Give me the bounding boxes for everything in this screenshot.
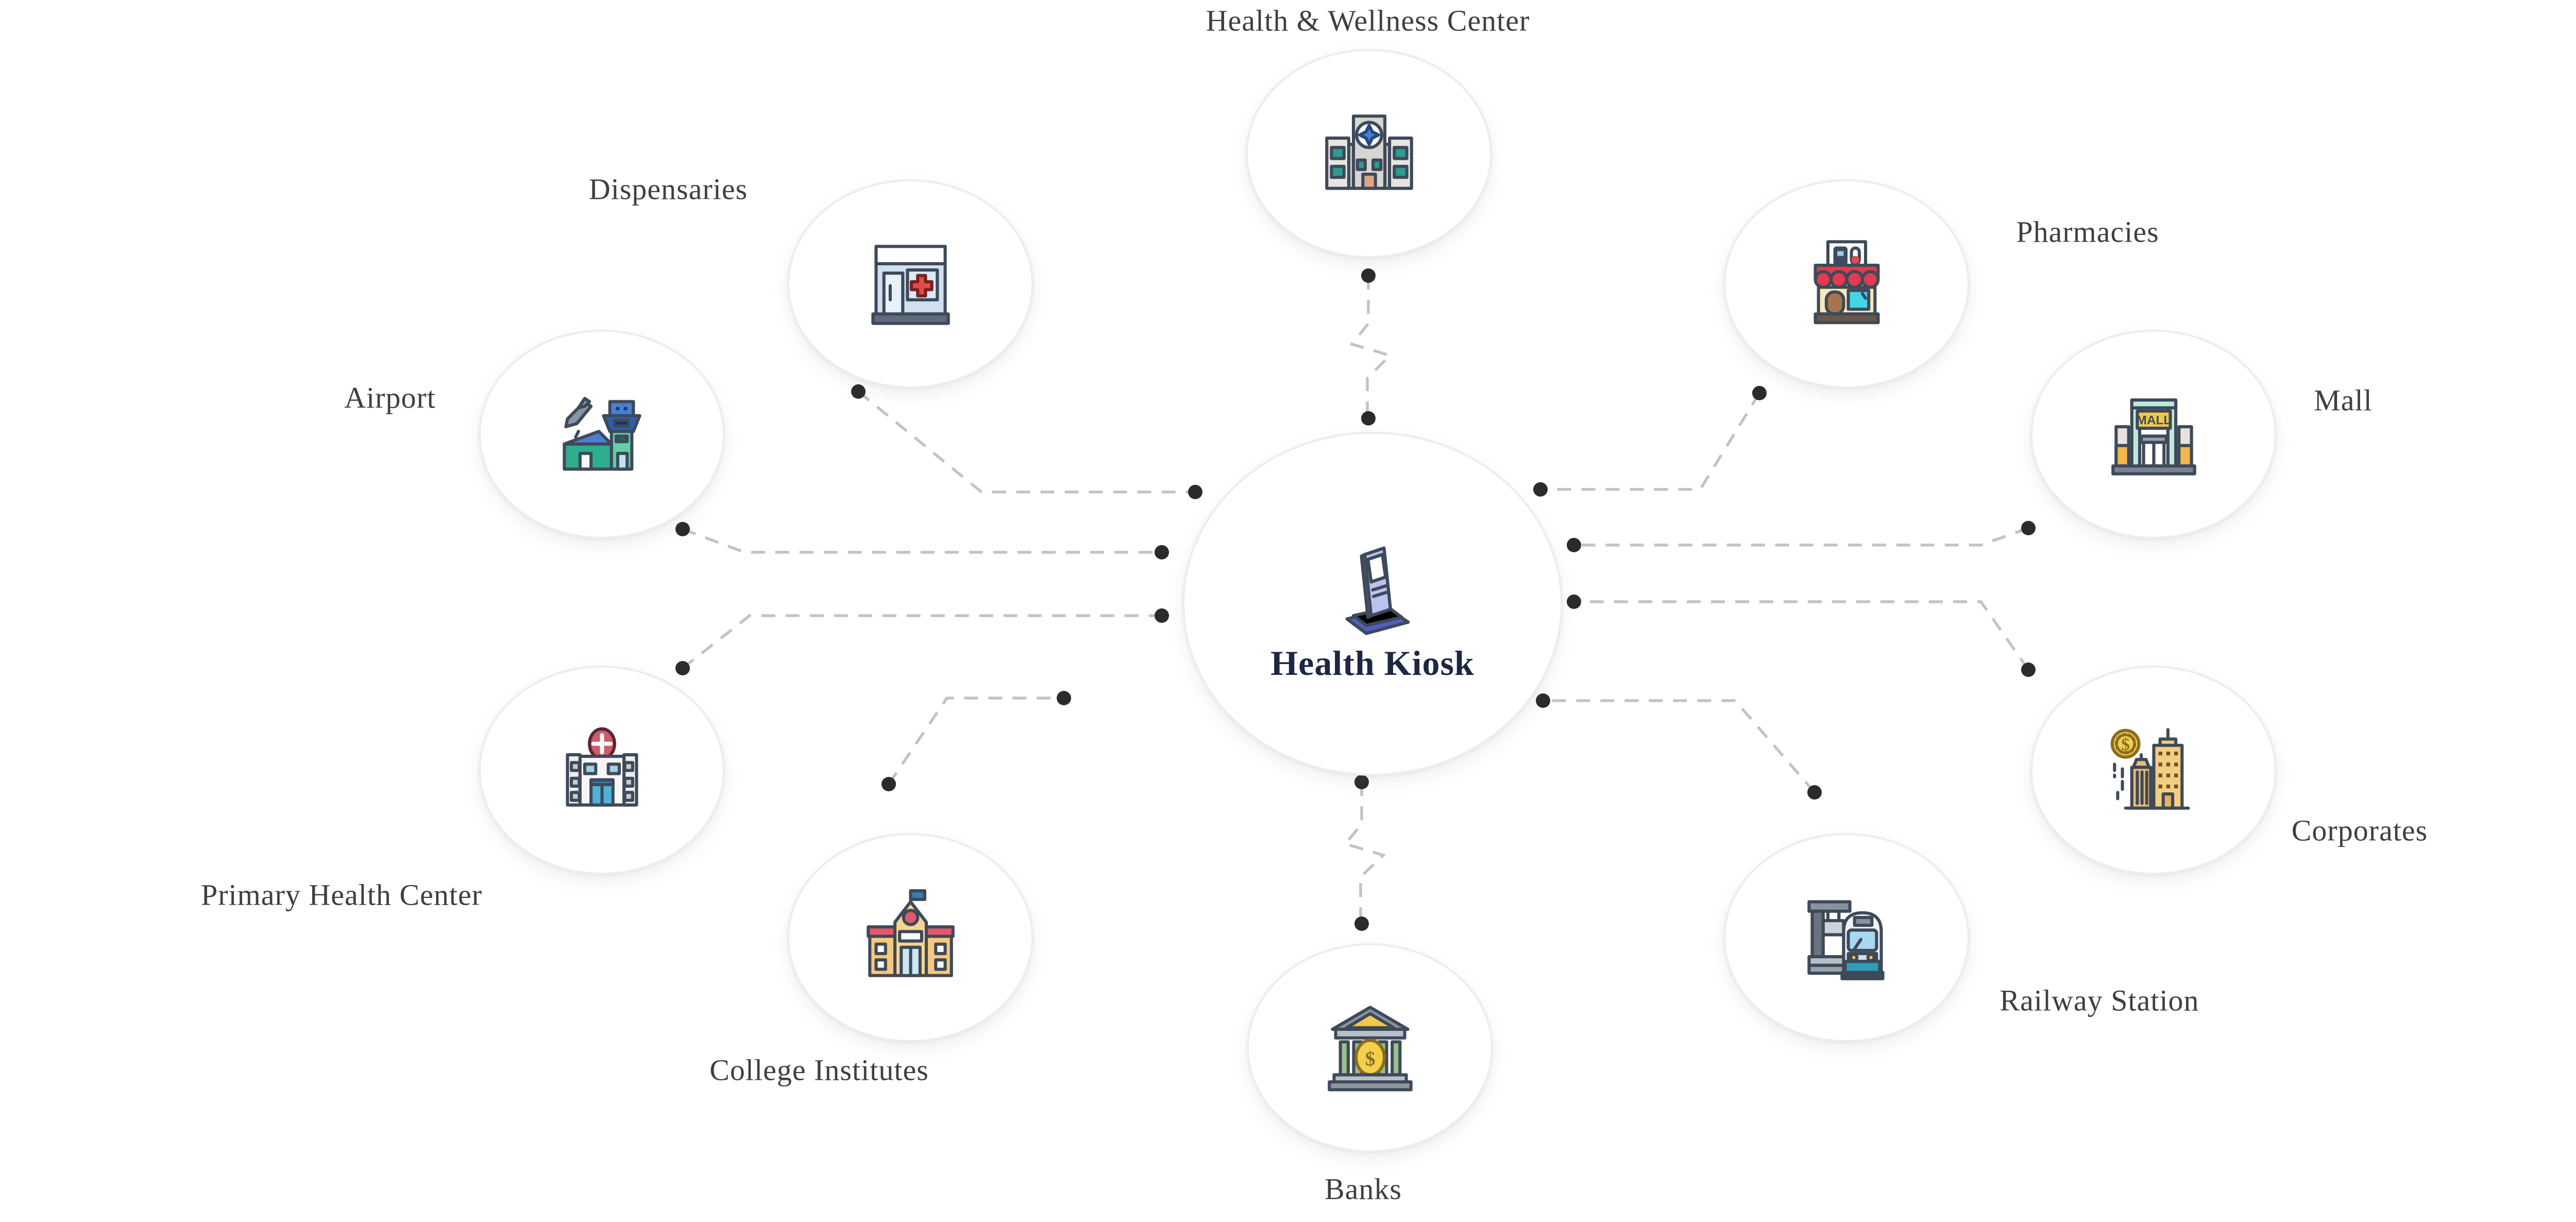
- connector-dispensaries: [857, 390, 1195, 494]
- connector-corporates: [1574, 600, 2030, 671]
- node-primary-health-center: [479, 666, 725, 875]
- health-kiosk-node: Health Kiosk: [1182, 432, 1563, 776]
- node-label-college-institutes: College Institutes: [709, 1053, 929, 1087]
- train-station-icon: [1807, 899, 1885, 980]
- connector-banks: [1343, 782, 1386, 924]
- node-pharmacies: [1723, 179, 1970, 388]
- node-railway-station: [1723, 833, 1970, 1042]
- node-label-airport: Airport: [344, 381, 436, 415]
- node-health-wellness-center: [1246, 49, 1492, 258]
- hospital-icon: [1325, 114, 1413, 190]
- node-corporates: $: [2030, 666, 2277, 875]
- connector-hwc: [1349, 276, 1393, 418]
- node-label-mall: Mall: [2314, 383, 2372, 417]
- kiosk-icon: [1345, 546, 1410, 635]
- airport-icon: [562, 396, 641, 471]
- node-airport: [479, 330, 725, 539]
- connector-mall: [1574, 527, 2029, 547]
- node-label-primary-health-center: Primary Health Center: [200, 878, 483, 912]
- corporate-coin-currency: $: [2121, 735, 2130, 754]
- node-label-dispensaries: Dispensaries: [588, 172, 748, 206]
- mall-icon: MALL: [2111, 398, 2196, 476]
- dispensary-store-icon: [871, 244, 950, 325]
- connector-pharmacies: [1540, 392, 1761, 491]
- clinic-building-icon: [565, 727, 638, 807]
- node-label-banks: Banks: [1325, 1172, 1402, 1206]
- pharmacy-store-icon: [1814, 240, 1879, 324]
- school-building-icon: [866, 889, 955, 977]
- node-dispensaries: [787, 179, 1033, 388]
- connector-airport: [682, 528, 1162, 554]
- node-mall: MALL: [2030, 330, 2277, 539]
- corporate-buildings-icon: $: [2110, 727, 2190, 810]
- hub-label: Health Kiosk: [1270, 643, 1475, 683]
- connector-railway: [1543, 699, 1816, 793]
- connector-college: [887, 697, 1064, 785]
- node-college-institutes: [787, 833, 1033, 1042]
- node-label-pharmacies: Pharmacies: [2016, 215, 2159, 249]
- node-label-railway-station: Railway Station: [1999, 983, 2199, 1017]
- endpoint-dots: [675, 268, 2036, 931]
- mall-sign-text: MALL: [2136, 413, 2171, 427]
- bank-icon: $: [1327, 1005, 1413, 1091]
- node-label-corporates: Corporates: [2291, 813, 2428, 847]
- bank-coin-currency: $: [1365, 1047, 1375, 1070]
- node-banks: $: [1247, 943, 1493, 1152]
- node-label-health-wellness-center: Health & Wellness Center: [1206, 4, 1530, 38]
- connector-phc: [682, 614, 1162, 670]
